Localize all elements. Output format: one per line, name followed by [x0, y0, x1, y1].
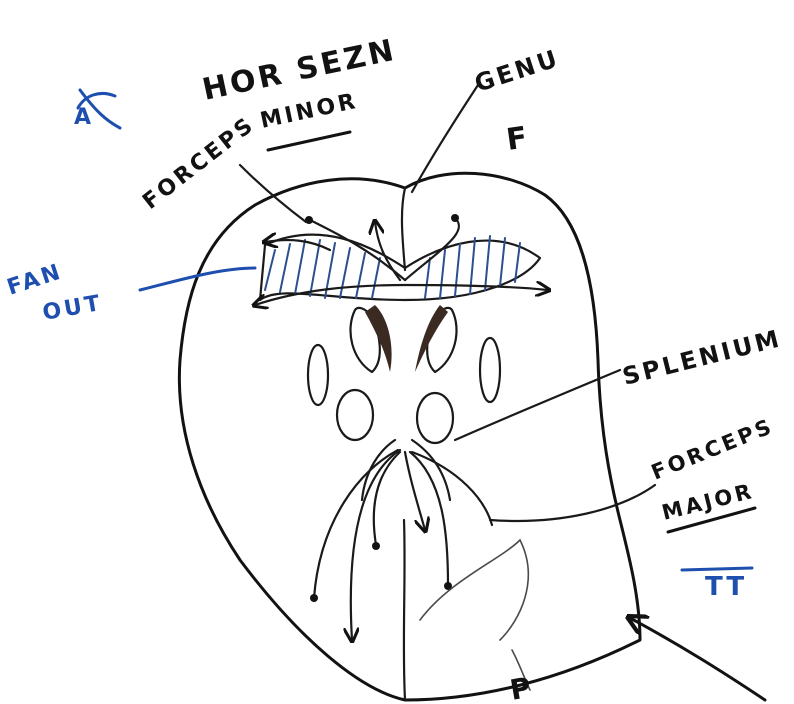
temporal-underline — [682, 568, 752, 570]
leader-forceps-minor — [240, 165, 306, 222]
fiber-end-dot-right — [451, 214, 459, 222]
genu-label: GENU — [471, 44, 563, 98]
thalamus-right — [417, 393, 453, 443]
section-label: HOR SEZN — [199, 33, 399, 108]
temporal-symbol: TT — [705, 572, 747, 602]
fan-out-label-line1: FAN — [4, 259, 66, 300]
minor-underline — [268, 132, 350, 150]
fiber-major-outer-right — [412, 452, 492, 525]
fiber-major-dot-3 — [310, 594, 318, 602]
forceps-minor-hatching — [265, 236, 520, 298]
longitudinal-fissure-posterior — [404, 520, 405, 700]
fiber-major-left-short — [374, 452, 400, 545]
splenium-label: SPLENIUM — [620, 324, 785, 391]
fiber-major-dot-1 — [372, 542, 380, 550]
longitudinal-fissure-anterior — [402, 188, 405, 270]
frontal-letter: F — [504, 120, 532, 158]
leader-forceps-major — [490, 485, 655, 521]
occipital-gyrus-sketch — [420, 540, 528, 640]
fiber-major-right — [410, 452, 448, 585]
forceps-minor-region — [260, 235, 540, 300]
forceps-major-label-line1: FORCEPS — [648, 414, 777, 485]
thalamus-left — [337, 390, 373, 440]
plane-letter: A — [74, 105, 94, 130]
pointer-arrow — [630, 618, 765, 700]
fan-out-label-line2: OUT — [41, 291, 105, 326]
fiber-minor-left — [310, 220, 405, 280]
lentiform-right — [480, 338, 500, 402]
forceps-major-label-line2: MAJOR — [659, 479, 756, 525]
fiber-minor-right — [405, 218, 459, 280]
ventricle-right-dark — [415, 305, 448, 372]
splenium-right — [412, 440, 450, 500]
forceps-minor-label-line1: FORCEPS — [138, 112, 260, 215]
forceps-minor-label-line2: MINOR — [258, 89, 360, 134]
fiber-minor-arrow-up — [375, 222, 400, 280]
lentiform-left — [308, 345, 328, 405]
bottom-letter: P — [507, 670, 536, 704]
brain-outline — [179, 173, 640, 700]
